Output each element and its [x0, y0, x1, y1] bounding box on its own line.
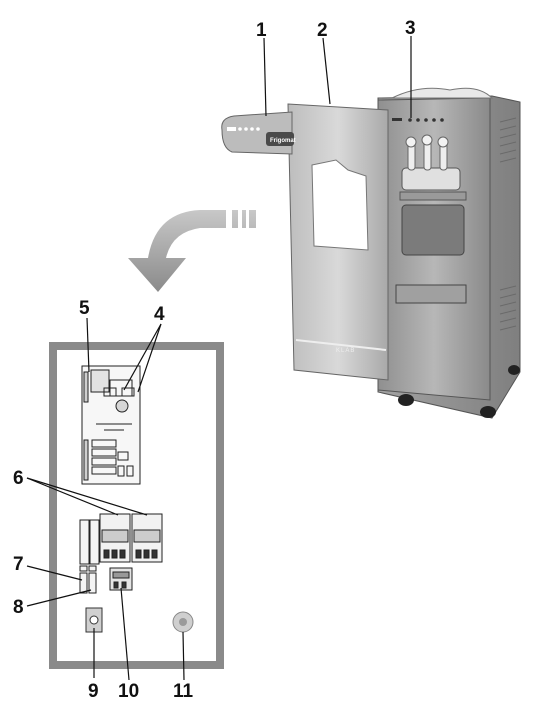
removal-arrow [128, 210, 256, 292]
callout-5: 5 [79, 298, 90, 319]
fuses [79, 565, 97, 594]
contactors [99, 513, 163, 563]
callout-11: 11 [173, 681, 194, 702]
callout-8: 8 [13, 597, 24, 618]
callout-2: 2 [317, 20, 328, 41]
cable-gland [172, 611, 194, 633]
electrical-panel [49, 342, 224, 669]
serving-recess [401, 204, 465, 256]
brand-badge [266, 132, 294, 146]
callout-7: 7 [13, 554, 24, 575]
brand-text: Frigomat [270, 138, 296, 144]
side-panel: KLAB [287, 103, 389, 381]
side-panel-mark: KLAB [336, 348, 355, 354]
callout-10: 10 [118, 681, 139, 702]
thermal-relay [109, 567, 133, 591]
leader-lines [26, 36, 412, 681]
dispenser-head [399, 134, 467, 201]
front-panel: Frigomat [221, 111, 296, 155]
side-vents [499, 117, 517, 331]
callout-9: 9 [88, 681, 99, 702]
control-panel [392, 118, 444, 122]
breakers [79, 519, 100, 565]
callout-labels: 1 2 3 4 5 6 7 8 9 10 11 [13, 18, 416, 702]
drip-tray [395, 284, 467, 304]
wheel [480, 406, 496, 418]
callout-1: 1 [256, 20, 267, 41]
control-board [81, 365, 141, 485]
wheel [398, 394, 414, 406]
wheel [508, 365, 520, 375]
callout-4: 4 [154, 304, 165, 325]
callout-3: 3 [405, 18, 416, 39]
ice-cream-machine: KLAB Frigomat [221, 87, 521, 419]
callout-6: 6 [13, 468, 24, 489]
